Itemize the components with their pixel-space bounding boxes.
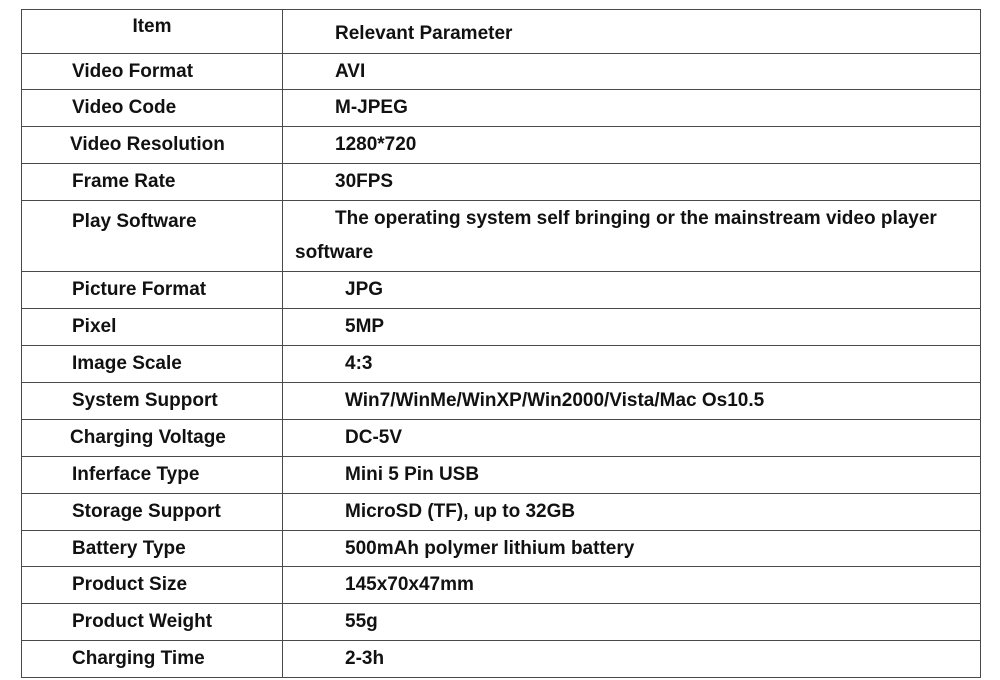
- row-value: JPG: [282, 271, 981, 309]
- table-row: Storage Support MicroSD (TF), up to 32GB: [21, 493, 981, 531]
- table-row: Product Size 145x70x47mm: [21, 566, 981, 604]
- row-item: Charging Voltage: [21, 419, 283, 457]
- row-value: MicroSD (TF), up to 32GB: [282, 493, 981, 531]
- table-row: Pixel 5MP: [21, 308, 981, 346]
- table-row: Video Resolution 1280*720: [21, 126, 981, 164]
- table-row: Picture Format JPG: [21, 271, 981, 309]
- row-value: M-JPEG: [282, 89, 981, 127]
- row-item: Play Software: [21, 200, 283, 272]
- row-item: Video Code: [21, 89, 283, 127]
- table-row: Video Format AVI: [21, 53, 981, 90]
- row-value: 2-3h: [282, 640, 981, 678]
- row-value: Win7/WinMe/WinXP/Win2000/Vista/Mac Os10.…: [282, 382, 981, 420]
- row-item: Inferface Type: [21, 456, 283, 494]
- table-row: Charging Voltage DC-5V: [21, 419, 981, 457]
- table-row: Inferface Type Mini 5 Pin USB: [21, 456, 981, 494]
- row-value: 145x70x47mm: [282, 566, 981, 604]
- row-value: 5MP: [282, 308, 981, 346]
- table-row: Frame Rate 30FPS: [21, 163, 981, 201]
- row-value: 1280*720: [282, 126, 981, 164]
- row-item: System Support: [21, 382, 283, 420]
- row-item: Product Weight: [21, 603, 283, 641]
- row-value: 55g: [282, 603, 981, 641]
- table-row: Image Scale 4:3: [21, 345, 981, 383]
- table-row: System Support Win7/WinMe/WinXP/Win2000/…: [21, 382, 981, 420]
- row-value: DC-5V: [282, 419, 981, 457]
- row-item: Battery Type: [21, 530, 283, 567]
- table-row: Battery Type 500mAh polymer lithium batt…: [21, 530, 981, 567]
- header-parameter: Relevant Parameter: [282, 9, 981, 54]
- row-item: Pixel: [21, 308, 283, 346]
- header-item: Item: [21, 9, 283, 54]
- row-value: Mini 5 Pin USB: [282, 456, 981, 494]
- row-value: AVI: [282, 53, 981, 90]
- row-item: Storage Support: [21, 493, 283, 531]
- table-row: Charging Time 2-3h: [21, 640, 981, 678]
- spec-table: Item Relevant Parameter Video Format AVI…: [21, 9, 981, 678]
- row-value: The operating system self bringing or th…: [282, 200, 981, 272]
- row-value: 4:3: [282, 345, 981, 383]
- row-item: Image Scale: [21, 345, 283, 383]
- row-item: Frame Rate: [21, 163, 283, 201]
- table-row: Play Software The operating system self …: [21, 200, 981, 272]
- row-value: 500mAh polymer lithium battery: [282, 530, 981, 567]
- row-item: Video Resolution: [21, 126, 283, 164]
- table-row: Product Weight 55g: [21, 603, 981, 641]
- row-item: Picture Format: [21, 271, 283, 309]
- table-row: Video Code M-JPEG: [21, 89, 981, 127]
- table-header-row: Item Relevant Parameter: [21, 9, 981, 54]
- row-item: Product Size: [21, 566, 283, 604]
- row-value: 30FPS: [282, 163, 981, 201]
- row-item: Video Format: [21, 53, 283, 90]
- row-item: Charging Time: [21, 640, 283, 678]
